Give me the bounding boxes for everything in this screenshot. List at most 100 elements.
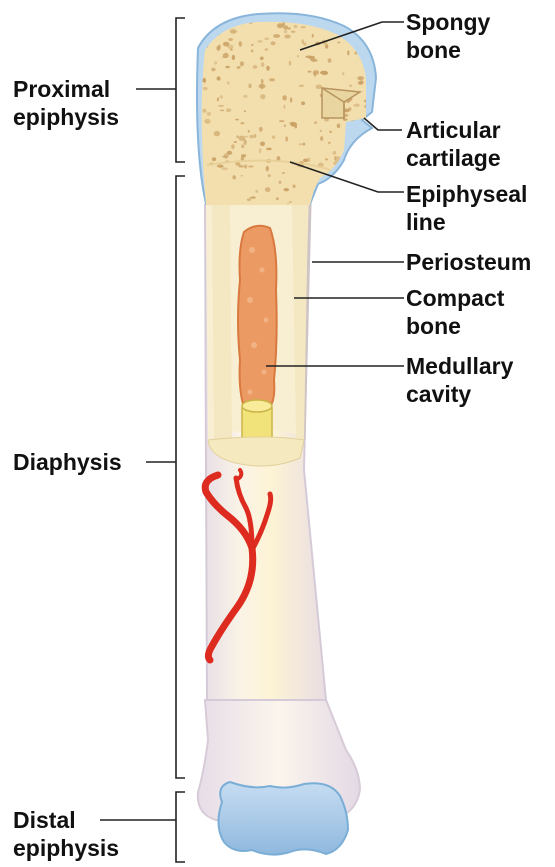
spongy-pore — [283, 105, 285, 109]
spongy-pore — [325, 44, 328, 49]
spongy-pore — [232, 55, 235, 60]
spongy-pore — [290, 122, 297, 127]
spongy-pore — [282, 172, 285, 174]
spongy-pore — [220, 95, 223, 98]
spongy-pore — [316, 85, 323, 90]
spongy-pore — [318, 198, 323, 201]
spongy-pore — [217, 97, 219, 101]
spongy-pore — [251, 44, 254, 46]
spongy-pore — [217, 76, 221, 80]
spongy-pore — [266, 166, 269, 171]
spongy-pore — [319, 192, 324, 194]
spongy-pore — [333, 204, 336, 207]
spongy-pore — [223, 53, 229, 58]
spongy-pore — [225, 66, 230, 69]
spongy-pore — [358, 170, 362, 172]
spongy-pore — [203, 109, 207, 113]
spongy-pore — [284, 188, 290, 191]
spongy-pore — [308, 71, 312, 73]
spongy-pore — [214, 61, 217, 65]
spongy-pore — [297, 55, 299, 57]
spongy-pore — [289, 61, 292, 66]
spongy-pore — [257, 40, 263, 42]
spongy-pore — [254, 134, 256, 138]
spongy-pore — [360, 169, 367, 172]
spongy-pore — [284, 124, 287, 127]
spongy-pore — [342, 72, 344, 75]
spongy-pore — [247, 199, 251, 201]
spongy-pore — [303, 143, 306, 146]
spongy-pore — [266, 148, 272, 151]
spongy-pore — [343, 118, 348, 120]
spongy-pore — [244, 139, 247, 145]
spongy-pore — [235, 162, 240, 166]
spongy-pore — [303, 159, 308, 163]
spongy-pore — [349, 154, 351, 157]
spongy-pore — [221, 167, 228, 170]
spongy-pore — [249, 135, 254, 139]
bracket-distal — [176, 792, 185, 862]
spongy-pore — [207, 112, 211, 116]
spongy-pore — [349, 84, 352, 87]
spongy-pore — [337, 42, 341, 44]
spongy-pore — [217, 165, 224, 168]
spongy-pore — [271, 41, 276, 45]
spongy-pore — [293, 185, 296, 188]
spongy-pore — [302, 39, 304, 44]
spongy-pore — [240, 61, 244, 66]
spongy-pore — [234, 141, 237, 143]
spongy-pore — [245, 136, 248, 138]
spongy-pore — [265, 48, 269, 51]
spongy-pore — [328, 58, 332, 62]
spongy-pore — [261, 79, 264, 84]
spongy-pore — [358, 81, 364, 85]
label-distal-epiphysis: Distal epiphysis — [13, 806, 119, 862]
spongy-pore — [305, 56, 312, 59]
spongy-pore — [214, 131, 220, 136]
spongy-pore — [260, 57, 264, 61]
spongy-pore — [284, 35, 291, 39]
spongy-pore — [251, 50, 254, 53]
spongy-pore — [248, 130, 250, 133]
spongy-pore — [232, 175, 236, 179]
spongy-pore — [218, 105, 224, 107]
spongy-pore — [284, 30, 287, 34]
spongy-pore — [329, 131, 332, 134]
spongy-pore — [268, 174, 271, 177]
spongy-pore — [241, 175, 244, 177]
spongy-pore — [228, 38, 233, 41]
spongy-pore — [333, 151, 336, 155]
distal-cartilage — [218, 782, 348, 855]
spongy-pore — [314, 121, 317, 124]
spongy-pore — [248, 166, 253, 168]
spongy-pore — [282, 95, 286, 100]
spongy-pore — [235, 119, 239, 121]
spongy-pore — [346, 172, 350, 177]
spongy-pore — [276, 197, 279, 200]
spongy-pore — [249, 197, 255, 199]
spongy-pore — [236, 135, 239, 138]
spongy-pore — [312, 34, 314, 38]
spongy-pore — [227, 81, 230, 84]
spongy-pore — [320, 136, 323, 141]
spongy-pore — [294, 25, 298, 28]
spongy-pore — [265, 187, 271, 192]
spongy-pore — [331, 190, 333, 195]
spongy-pore — [329, 199, 334, 203]
spongy-pore — [224, 153, 229, 158]
spongy-pore — [212, 157, 216, 161]
spongy-pore — [239, 41, 242, 47]
brackets — [176, 18, 185, 862]
spongy-pore — [220, 110, 224, 112]
spongy-pore — [299, 143, 304, 145]
spongy-pore — [356, 161, 360, 165]
spongy-pore — [248, 84, 251, 89]
compact-bone-left — [212, 200, 232, 440]
spongy-pore — [361, 191, 367, 196]
spongy-pore — [253, 65, 258, 69]
label-periosteum: Periosteum — [406, 248, 531, 276]
spongy-pore — [364, 136, 367, 139]
medullary-cavity — [238, 226, 277, 412]
spongy-pore — [226, 108, 231, 112]
label-compact-bone: Compact bone — [406, 284, 504, 340]
